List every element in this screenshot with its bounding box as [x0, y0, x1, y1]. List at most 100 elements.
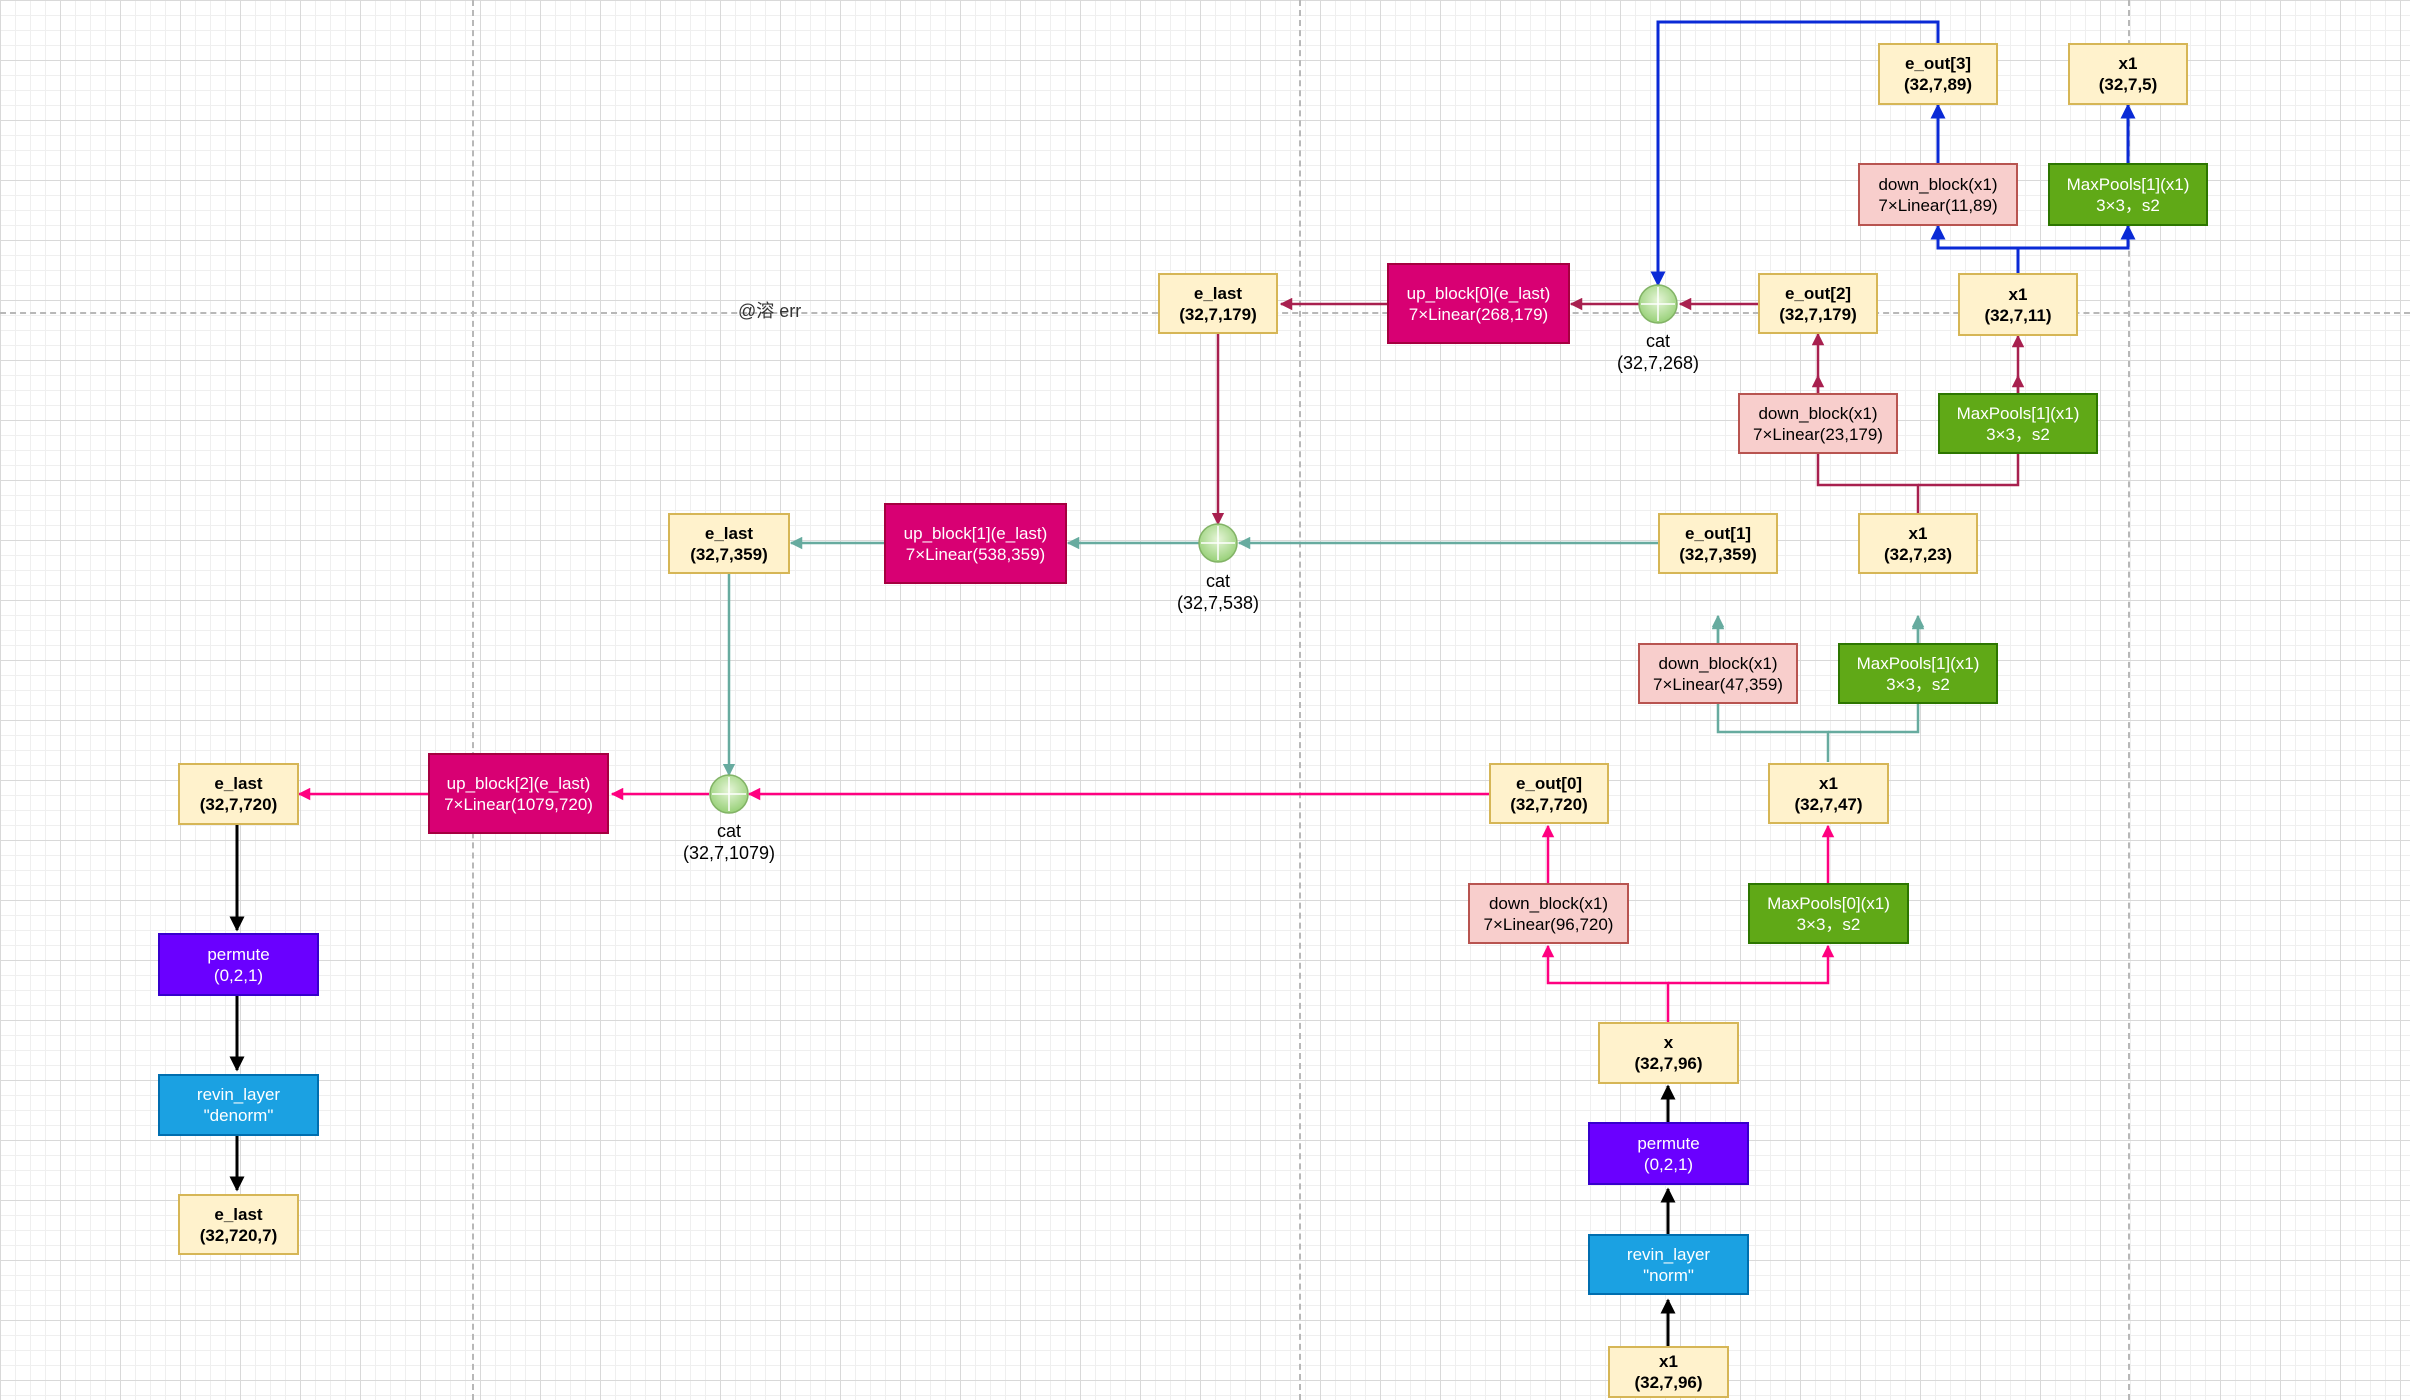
e-out-2-node[interactable]: e_out[2] (32,7,179) [1758, 273, 1878, 334]
cat-title: cat [716, 821, 741, 841]
node-title: down_block(x1) [1878, 174, 1998, 194]
cat-label-0: cat (32,7,268) [1598, 330, 1718, 374]
node-detail: 7×Linear(47,359) [1653, 674, 1783, 694]
node-title: x1 [1659, 1352, 1678, 1371]
node-title: revin_layer [1626, 1244, 1711, 1264]
revin-norm-node[interactable]: revin_layer "norm" [1588, 1234, 1749, 1295]
cat-title: cat [1205, 571, 1230, 591]
node-detail: 3×3，s2 [1796, 914, 1861, 934]
node-title: e_last [214, 774, 263, 793]
node-title: down_block(x1) [1488, 893, 1609, 913]
up-block-0-node[interactable]: up_block[0](e_last) 7×Linear(268,179) [1387, 263, 1570, 344]
node-detail: "norm" [1643, 1265, 1694, 1285]
down-block-3-node[interactable]: down_block(x1) 7×Linear(11,89) [1858, 163, 2018, 226]
node-title: x1 [2008, 284, 2028, 304]
node-title: up_block[0](e_last) [1406, 283, 1551, 303]
cat-shape: (32,7,268) [1616, 353, 1700, 373]
node-detail: 7×Linear(11,89) [1878, 195, 1998, 215]
node-detail: (32,7,359) [690, 544, 768, 564]
x1-level1-node[interactable]: x1 (32,7,47) [1768, 763, 1889, 824]
e-out-1-node[interactable]: e_out[1] (32,7,359) [1658, 513, 1778, 574]
node-title: MaxPools[1](x1) [1956, 403, 2080, 423]
maxpool-3-node[interactable]: MaxPools[1](x1) 3×3，s2 [2048, 163, 2208, 226]
cat-node-2 [709, 774, 749, 814]
node-title: permute [1637, 1133, 1700, 1153]
node-detail: (32,7,5) [2098, 75, 2158, 94]
node-detail: 7×Linear(23,179) [1753, 424, 1883, 444]
e-out-0-node[interactable]: e_out[0] (32,7,720) [1489, 763, 1609, 824]
level3-path [1650, 20, 2136, 287]
guide-line [1299, 0, 1301, 1400]
node-title: e_out[2] [1784, 283, 1852, 303]
e-last-output-node[interactable]: e_last (32,720,7) [178, 1194, 299, 1255]
node-detail: (0,2,1) [1643, 1154, 1694, 1174]
node-detail: 3×3，s2 [2096, 195, 2160, 215]
maxpool-1-node[interactable]: MaxPools[1](x1) 3×3，s2 [1838, 643, 1998, 704]
x1-level3-node[interactable]: x1 (32,7,11) [1958, 273, 2078, 336]
node-title: x1 [2118, 54, 2138, 73]
node-detail: 3×3，s2 [1886, 674, 1950, 694]
node-title: down_block(x1) [1658, 653, 1778, 673]
node-title: x [1663, 1033, 1674, 1052]
cat-node-0 [1638, 284, 1678, 324]
x1-level2-node[interactable]: x1 (32,7,23) [1858, 513, 1978, 574]
watermark: @溶 err [738, 301, 802, 321]
node-detail: 3×3，s2 [1986, 424, 2050, 444]
node-detail: (32,7,47) [1794, 794, 1863, 814]
node-detail: (32,7,96) [1634, 1054, 1703, 1073]
node-title: up_block[2](e_last) [446, 773, 591, 793]
cat-label-2: cat (32,7,1079) [664, 820, 794, 864]
up-block-2-node[interactable]: up_block[2](e_last) 7×Linear(1079,720) [428, 753, 609, 834]
node-detail: (32,7,96) [1634, 1373, 1703, 1392]
node-detail: 7×Linear(538,359) [905, 544, 1046, 564]
node-detail: (32,7,11) [1984, 305, 2052, 325]
node-detail: (0,2,1) [213, 965, 264, 985]
node-detail: (32,7,359) [1679, 544, 1757, 564]
node-detail: 7×Linear(1079,720) [444, 794, 593, 814]
cat-title: cat [1645, 331, 1670, 351]
e-last-359-node[interactable]: e_last (32,7,359) [668, 513, 790, 574]
x1-level4-node[interactable]: x1 (32,7,5) [2068, 43, 2188, 105]
x1-input-node[interactable]: x1 (32,7,96) [1608, 1346, 1729, 1398]
node-detail: (32,7,720) [199, 795, 278, 814]
up-block-1-node[interactable]: up_block[1](e_last) 7×Linear(538,359) [884, 503, 1067, 584]
cat-shape: (32,7,538) [1176, 593, 1260, 613]
cat-node-1 [1198, 523, 1238, 563]
node-title: up_block[1](e_last) [903, 523, 1048, 543]
level0-path [297, 787, 1835, 1022]
down-block-2-node[interactable]: down_block(x1) 7×Linear(23,179) [1738, 393, 1898, 454]
node-detail: (32,7,89) [1903, 75, 1973, 94]
guide-line [2128, 0, 2130, 1400]
maxpool-2-node[interactable]: MaxPools[1](x1) 3×3，s2 [1938, 393, 2098, 454]
node-title: e_out[3] [1904, 54, 1972, 73]
node-title: down_block(x1) [1758, 403, 1878, 423]
down-block-0-node[interactable]: down_block(x1) 7×Linear(96,720) [1468, 883, 1629, 944]
node-detail: (32,7,179) [1179, 304, 1257, 324]
node-title: MaxPools[1](x1) [1856, 653, 1980, 673]
down-block-1-node[interactable]: down_block(x1) 7×Linear(47,359) [1638, 643, 1798, 704]
e-last-720-node[interactable]: e_last (32,7,720) [178, 763, 299, 825]
node-title: e_last [704, 523, 754, 543]
permute-output-node[interactable]: permute (0,2,1) [158, 933, 319, 996]
node-title: MaxPools[1](x1) [2066, 174, 2190, 194]
e-out-3-node[interactable]: e_out[3] (32,7,89) [1878, 43, 1998, 105]
node-title: e_out[0] [1515, 773, 1583, 793]
cat-label-1: cat (32,7,538) [1158, 570, 1278, 614]
node-title: permute [207, 944, 270, 964]
node-detail: (32,720,7) [199, 1225, 278, 1245]
permute-input-node[interactable]: permute (0,2,1) [1588, 1122, 1749, 1185]
revin-denorm-node[interactable]: revin_layer "denorm" [158, 1074, 319, 1136]
node-detail: 7×Linear(268,179) [1408, 304, 1549, 324]
node-detail: 7×Linear(96,720) [1483, 914, 1614, 934]
node-title: e_last [214, 1204, 263, 1224]
e-last-179-node[interactable]: e_last (32,7,179) [1158, 273, 1278, 334]
node-title: e_last [1193, 283, 1243, 303]
x-input-node[interactable]: x (32,7,96) [1598, 1022, 1739, 1084]
node-detail: (32,7,179) [1779, 304, 1857, 324]
node-title: x1 [1819, 773, 1838, 793]
guide-line [472, 0, 474, 1400]
node-title: MaxPools[0](x1) [1767, 893, 1890, 913]
node-title: e_out[1] [1684, 523, 1752, 543]
maxpool-0-node[interactable]: MaxPools[0](x1) 3×3，s2 [1748, 883, 1909, 944]
